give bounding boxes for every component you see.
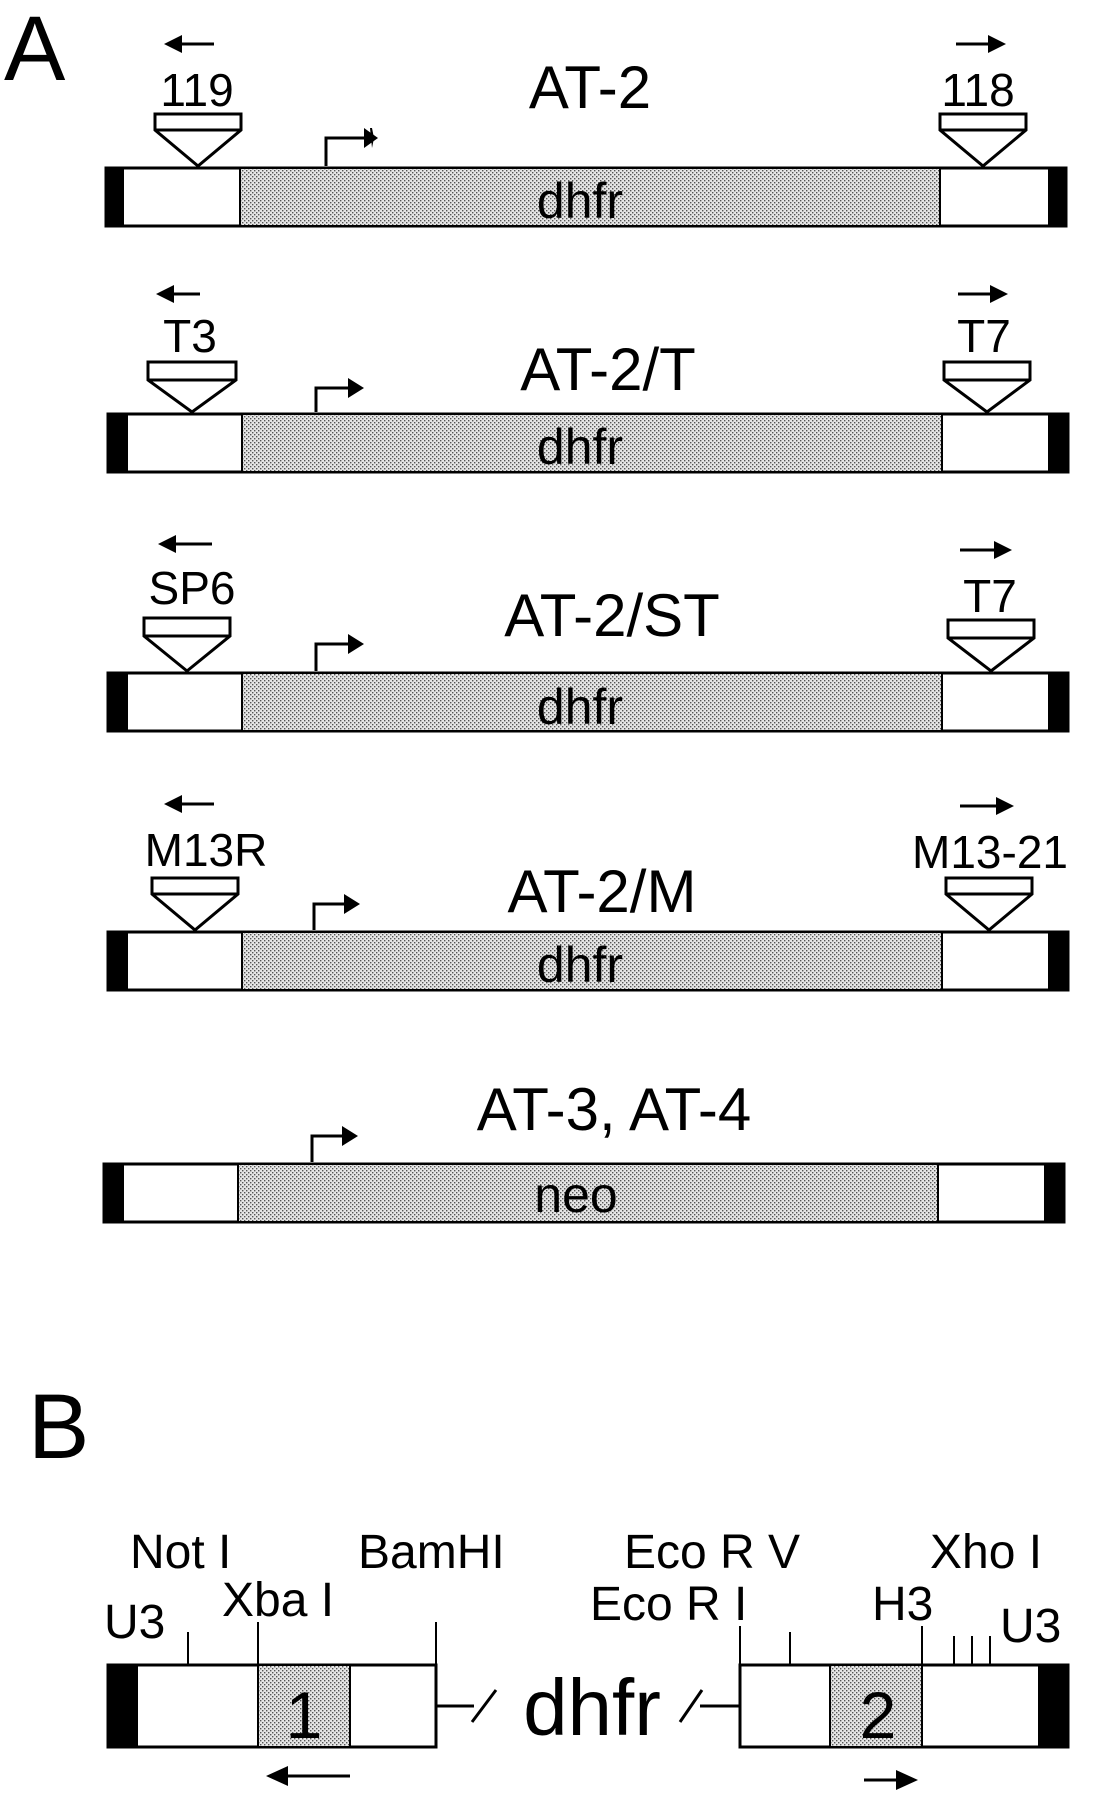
ltr-end-left [108,932,128,990]
primer-site-marker [946,618,1036,673]
site-u3-left: U3 [104,1596,165,1649]
primer-site-marker [150,876,240,932]
left-primer-label: T3 [163,310,217,362]
primer-region-1 [257,1664,351,1748]
ltr-end-right [1048,932,1068,990]
right-primer-arrow-icon [996,797,1014,815]
left-primer-label: SP6 [149,562,236,614]
left-primer-label: M13R [145,824,268,876]
primer-2-arrow-icon [896,1770,918,1790]
ltr-end-left [108,1665,138,1747]
construct-title: AT-2 [529,54,651,121]
site-u3-right: U3 [1000,1600,1061,1653]
left-primer-arrow-icon [158,535,176,553]
gene-label: dhfr [537,679,623,735]
promoter-arrow-icon [324,136,370,166]
construct-title: AT-3, AT-4 [477,1076,752,1143]
site-eco-r-i: Eco R I [590,1578,747,1631]
panel-b-label: B [28,1376,89,1478]
promoter-arrow-icon [314,386,352,412]
ltr-end-right [1048,168,1066,226]
construct-at-2-st: dhfr AT-2/ST SP6 T7 [106,535,1070,735]
primer-site-marker [142,616,232,673]
construct-at-2-t: dhfr AT-2/T T3 T7 [106,285,1070,475]
site-bamhi: BamHI [358,1526,505,1579]
gene-label: dhfr [537,173,623,229]
ltr-end-left [108,414,128,472]
ltr-end-left [108,673,128,731]
right-primer-arrow-icon [988,35,1006,53]
provirus-map: Not I BamHI Eco R V Xho I U3 Xba I Eco R… [104,1526,1070,1790]
primer-site-marker [938,112,1028,168]
gene-region [237,1163,939,1223]
promoter-arrow-icon [310,1134,346,1162]
ltr-end-left [106,168,124,226]
right-primer-label: T7 [963,570,1017,622]
region-1-label: 1 [286,1678,323,1752]
primer-region-2 [829,1664,923,1748]
left-primer-label: 119 [160,64,233,116]
panel-a-label: A [4,0,66,100]
right-primer-arrow-icon [990,285,1008,303]
gene-region [241,931,943,991]
ltr-end-left [104,1164,124,1222]
primer-1-arrow-icon [266,1766,288,1786]
gene-label: neo [534,1167,617,1223]
gene-label: dhfr [537,419,623,475]
construct-at-2-m: dhfr AT-2/M M13R M13-21 [106,795,1070,993]
site-h3: H3 [872,1578,933,1631]
ltr-end-right [1044,1164,1064,1222]
gene-region [241,413,943,473]
site-eco-r-v: Eco R V [624,1526,800,1579]
construct-title: AT-2/M [508,858,697,925]
right-primer-label: T7 [957,310,1011,362]
primer-site-marker [944,876,1034,932]
site-not-i: Not I [130,1526,231,1579]
promoter-arrow-icon [312,902,348,930]
site-xho-i: Xho I [930,1526,1042,1579]
ltr-end-right [1048,414,1068,472]
ltr-end-right [1038,1665,1068,1747]
right-primer-label: 118 [941,64,1014,116]
gene-region [241,672,943,732]
construct-at-2: dhfr AT-2 119 118 [104,35,1068,229]
right-primer-label: M13-21 [912,826,1068,878]
region-2-label: 2 [860,1678,897,1752]
ltr-end-right [1048,673,1068,731]
primer-site-marker [942,360,1032,414]
construct-at-3-at-4: neo AT-3, AT-4 [102,1076,1066,1224]
left-primer-arrow-icon [156,285,174,303]
left-primer-arrow-icon [164,795,182,813]
primer-site-marker [146,360,238,414]
dhfr-label: dhfr [523,1663,661,1752]
gene-region [239,167,941,227]
construct-title: AT-2/ST [504,582,720,649]
construct-title: AT-2/T [520,336,696,403]
gene-label: dhfr [537,937,623,993]
left-primer-arrow-icon [164,35,182,53]
primer-site-marker [153,112,243,168]
site-xba-i: Xba I [222,1574,334,1627]
promoter-arrow-icon [314,642,352,671]
right-primer-arrow-icon [994,541,1012,559]
